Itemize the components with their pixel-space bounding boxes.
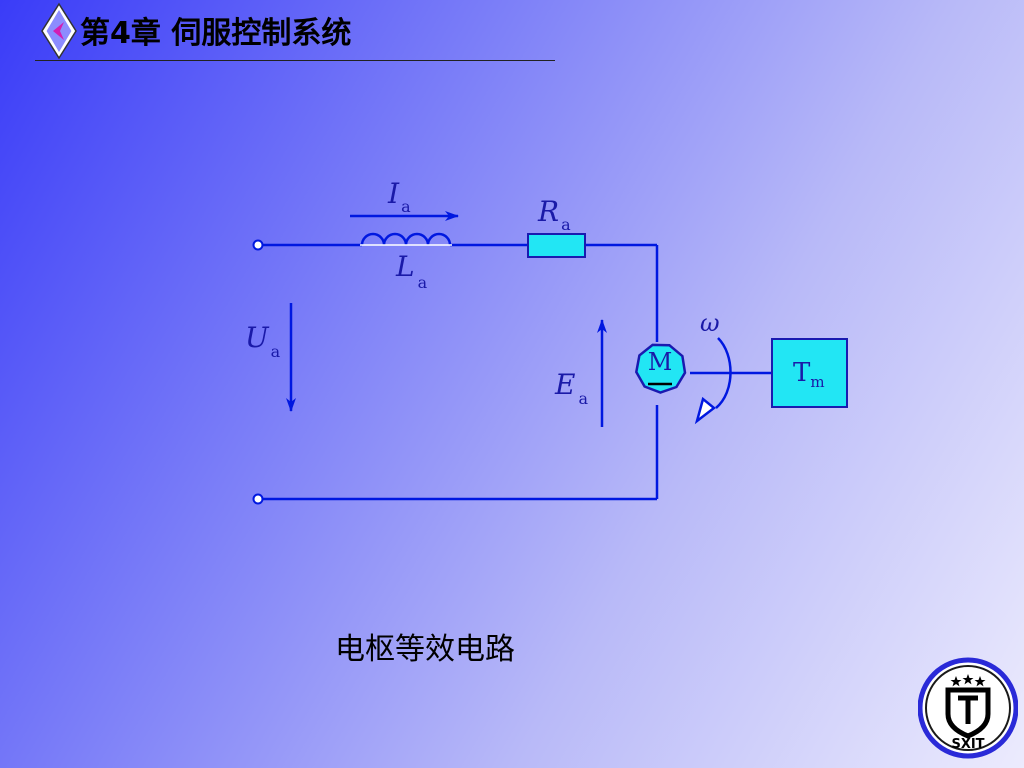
motor-label: M — [648, 348, 673, 376]
bottom-terminal — [252, 493, 264, 505]
diagram-caption: 电枢等效电路 — [335, 632, 515, 667]
rotation-arrowhead — [694, 396, 717, 425]
omega-label: ω — [700, 309, 720, 337]
sxit-shield-logo-icon: SXIT — [918, 657, 1018, 759]
title-divider — [35, 60, 555, 61]
resistor-box — [527, 233, 586, 258]
page-title: 第4章 伺服控制系统 — [80, 16, 352, 51]
motor-symbol — [634, 343, 687, 394]
inductor-coil — [360, 232, 452, 246]
diamond-back-arrow-icon[interactable] — [40, 2, 78, 60]
circuit-wires — [262, 243, 772, 501]
top-terminal — [252, 239, 264, 251]
logo-text: SXIT — [951, 737, 984, 752]
load-box — [771, 338, 848, 408]
load-label: Tm — [793, 358, 825, 391]
rotation-arrow — [715, 337, 732, 409]
